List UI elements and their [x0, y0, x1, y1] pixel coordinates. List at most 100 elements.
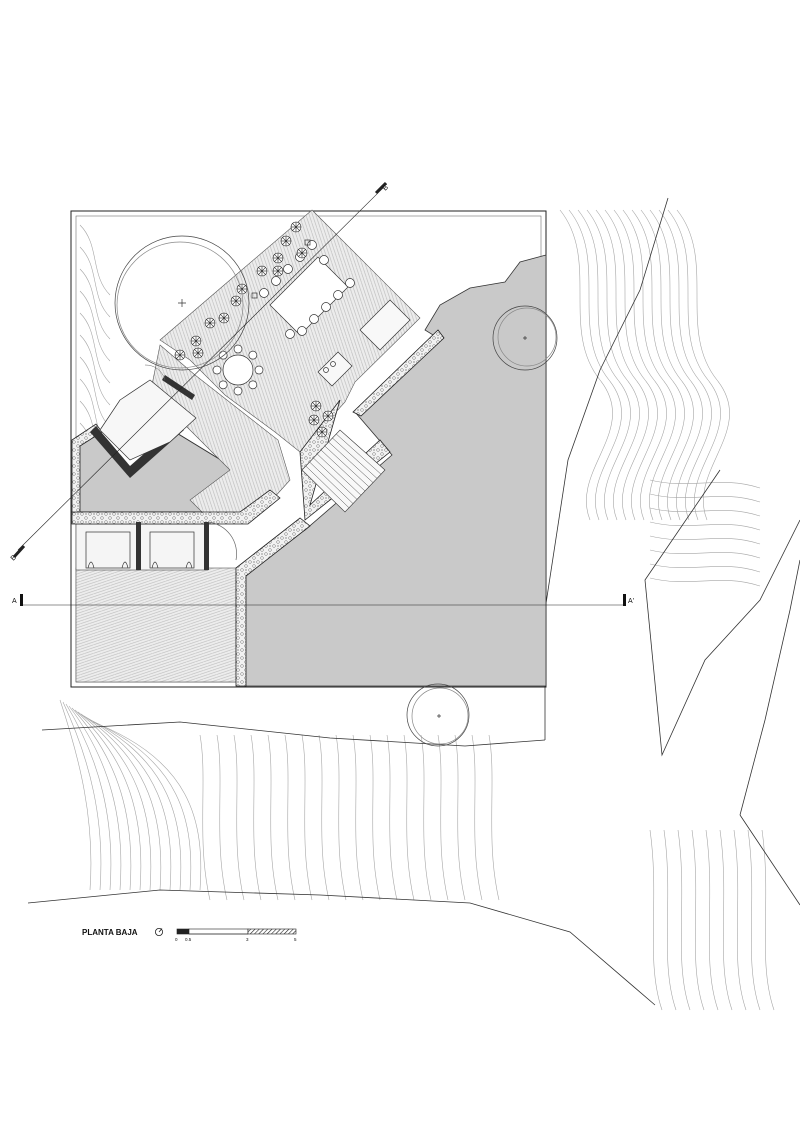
contour-line [83, 715, 172, 891]
contour-line [761, 829, 775, 1011]
contour-line [352, 734, 364, 901]
section-label-b-top: B' [382, 183, 391, 192]
contour-line [199, 734, 211, 901]
section-label-a-start: A [12, 598, 17, 605]
potted-plant [190, 335, 202, 347]
contour-line [454, 734, 466, 901]
chair [285, 329, 295, 339]
contour-line [622, 209, 676, 521]
contour-line [420, 734, 432, 901]
contour-line [691, 829, 705, 1011]
potted-plant [236, 283, 248, 295]
scale-label-3: 3 [246, 937, 249, 942]
contour-line [403, 734, 415, 901]
contour-line [719, 829, 733, 1011]
stair-tread [332, 437, 378, 479]
contour-line [86, 717, 182, 891]
contour-line [80, 713, 162, 891]
contour-line [79, 334, 111, 406]
contour-line [216, 734, 228, 901]
potted-plant [218, 312, 230, 324]
room-outline [99, 379, 197, 461]
section-label-a-end: A' [628, 598, 634, 605]
contour-line [649, 577, 761, 587]
contour-line [62, 701, 102, 891]
round-table [212, 344, 264, 396]
contour-line [577, 209, 631, 521]
contour-line [640, 209, 694, 521]
potted-plants [174, 221, 334, 438]
contour-line [667, 209, 721, 521]
dining-table [259, 240, 355, 339]
contour-line [488, 734, 500, 901]
contour-line [79, 356, 111, 428]
contour-line [595, 209, 649, 521]
contour-line [89, 719, 192, 891]
contour-line [649, 493, 761, 503]
planter-boxes [251, 239, 311, 299]
chair [271, 276, 281, 286]
trees [114, 235, 558, 747]
potted-plant [310, 400, 322, 412]
contour-line [677, 829, 691, 1011]
stair-tread [313, 457, 358, 500]
potted-plant [230, 295, 242, 307]
chair [309, 314, 319, 324]
contour-line [559, 209, 613, 521]
drawing-title: PLANTA BAJA [82, 928, 138, 937]
contour-line [65, 703, 112, 891]
contour-line [676, 209, 730, 521]
stair-tread [324, 445, 370, 487]
contour-line [733, 829, 747, 1011]
staircase [301, 429, 386, 513]
contour-line [613, 209, 667, 521]
chair [212, 365, 222, 375]
north-arrow-icon [154, 928, 163, 937]
contour-line [471, 734, 483, 901]
chair [345, 278, 355, 288]
contour-line [649, 563, 761, 573]
contour-line [586, 209, 640, 521]
scale-bar [176, 928, 297, 935]
contour-line [335, 734, 347, 901]
potted-plant [308, 414, 320, 426]
contour-line [658, 209, 712, 521]
door-swing [144, 364, 166, 381]
contour-line [437, 734, 449, 901]
potted-plant [290, 221, 302, 233]
contour-line [284, 734, 296, 901]
chair [233, 386, 243, 396]
contour-line [705, 829, 719, 1011]
chair [218, 380, 228, 390]
contour-line [79, 290, 111, 362]
contour-line [79, 246, 111, 318]
section-lines [12, 181, 626, 606]
scale-label-0: 0 [175, 937, 178, 942]
potted-plant [280, 235, 292, 247]
contour-line [649, 209, 703, 521]
chair [248, 380, 258, 390]
stair-tread [309, 461, 354, 504]
contour-line [663, 829, 677, 1011]
topographic-contours [59, 209, 775, 1011]
chair [248, 350, 258, 360]
contour-line [631, 209, 685, 521]
garage [85, 521, 237, 569]
contour-line [369, 734, 381, 901]
chair [333, 290, 343, 300]
contour-line [79, 268, 111, 340]
contour-line [267, 734, 279, 901]
contour-line [649, 535, 761, 545]
contour-line [649, 521, 761, 531]
stair-tread [328, 441, 374, 483]
contour-line [250, 734, 262, 901]
contour-line [92, 721, 202, 891]
potted-plant [256, 265, 268, 277]
contour-line [386, 734, 398, 901]
stair-tread [305, 465, 350, 508]
contour-line [301, 734, 313, 901]
contour-line [649, 507, 761, 517]
chair [259, 288, 269, 298]
potted-plant [272, 265, 284, 277]
